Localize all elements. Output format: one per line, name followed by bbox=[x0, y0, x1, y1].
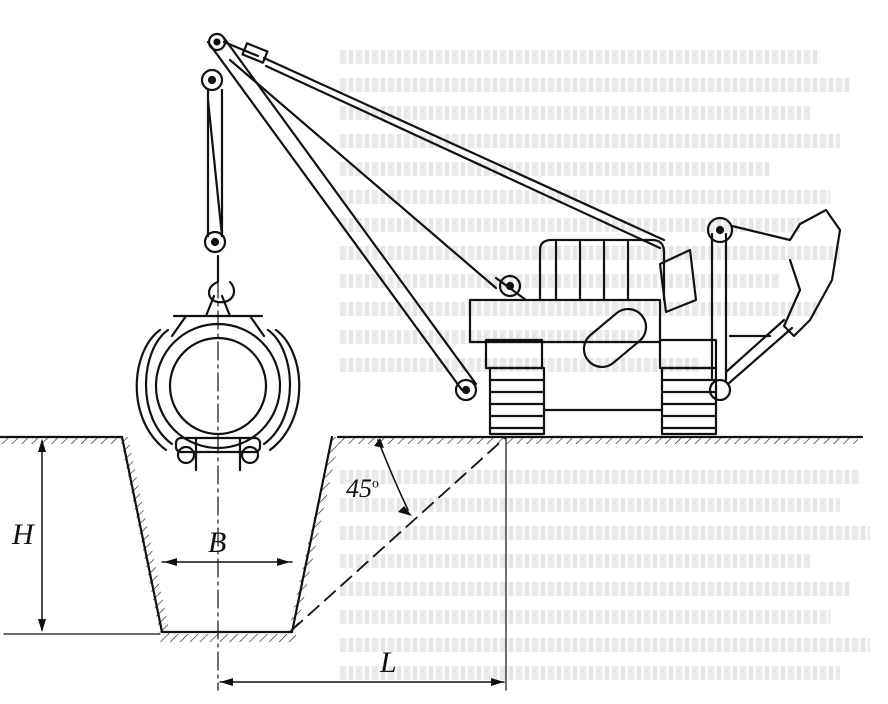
offset-label: L bbox=[380, 646, 397, 679]
bottom-width-dimension bbox=[161, 558, 293, 566]
offset-dimension bbox=[219, 678, 505, 686]
tractor bbox=[468, 238, 718, 370]
boom-cable bbox=[222, 40, 666, 250]
ground bbox=[0, 435, 864, 444]
angle-arrow bbox=[398, 506, 412, 516]
boom bbox=[206, 32, 498, 402]
counterweight bbox=[706, 208, 842, 402]
hook-block bbox=[200, 68, 236, 304]
depth-label: H bbox=[12, 518, 34, 551]
pipe-and-clamp bbox=[135, 294, 301, 472]
trench bbox=[120, 435, 340, 642]
bottom-width-label: B bbox=[208, 526, 227, 559]
faint-background-text bbox=[340, 40, 880, 700]
angle-arc bbox=[377, 439, 409, 511]
slope-line-45 bbox=[291, 436, 507, 631]
depth-dimension bbox=[3, 436, 161, 635]
tracks bbox=[488, 366, 718, 436]
angle-arrow-top bbox=[374, 438, 384, 448]
angle-label: 45o bbox=[346, 474, 379, 503]
degree-sign: o bbox=[372, 476, 379, 492]
